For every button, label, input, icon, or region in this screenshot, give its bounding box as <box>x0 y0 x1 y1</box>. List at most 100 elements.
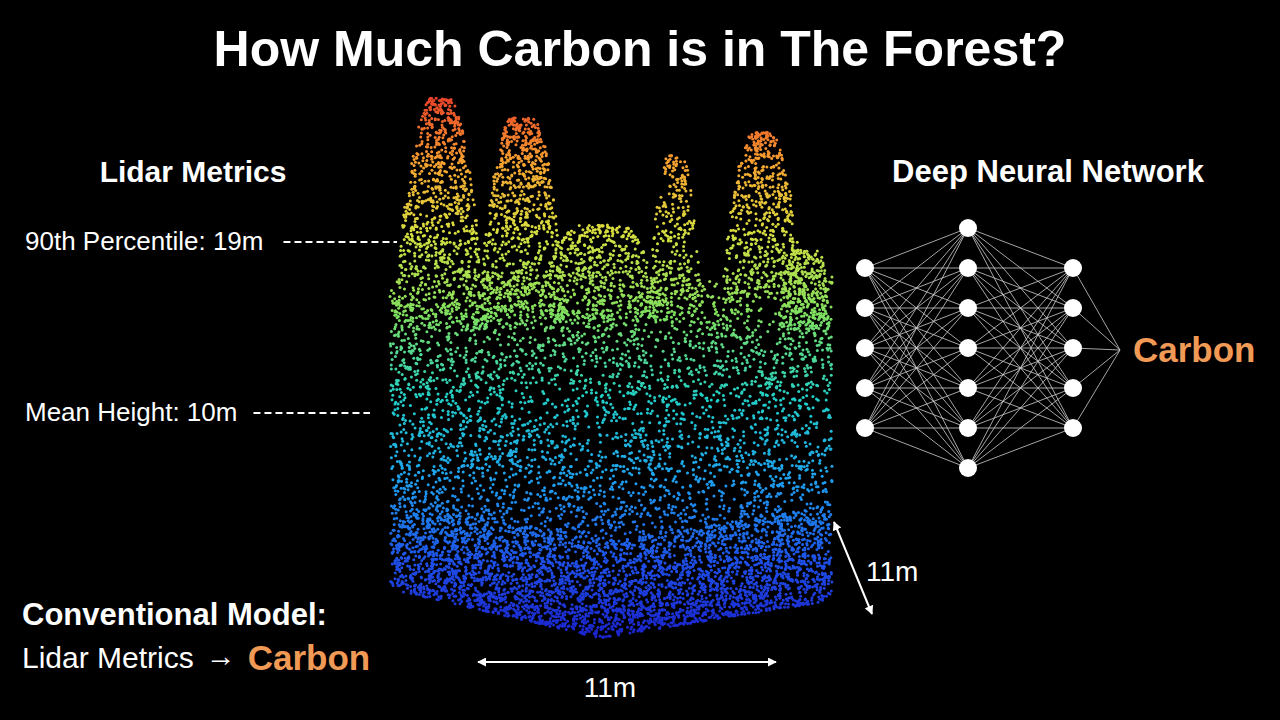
lidar-point <box>587 465 590 468</box>
lidar-point <box>397 371 400 374</box>
lidar-point <box>432 486 435 489</box>
lidar-point <box>476 487 479 490</box>
lidar-point <box>830 572 833 575</box>
lidar-point <box>770 350 773 353</box>
lidar-point <box>796 445 799 448</box>
lidar-point <box>661 467 664 470</box>
lidar-point <box>778 539 781 542</box>
lidar-point <box>671 505 674 508</box>
lidar-point <box>691 546 694 549</box>
lidar-point <box>512 473 515 476</box>
lidar-point <box>400 391 403 394</box>
lidar-point <box>501 415 504 418</box>
lidar-point <box>465 417 468 420</box>
lidar-point <box>736 386 739 389</box>
lidar-point <box>830 430 833 433</box>
lidar-point <box>642 349 645 352</box>
lidar-point <box>685 357 688 360</box>
lidar-point <box>711 416 714 419</box>
lidar-point <box>572 388 575 391</box>
lidar-point <box>422 420 425 423</box>
lidar-point <box>476 413 479 416</box>
lidar-point <box>513 379 516 382</box>
lidar-point <box>755 538 758 541</box>
lidar-point <box>638 450 641 453</box>
lidar-point <box>663 494 666 497</box>
lidar-point <box>763 468 766 471</box>
lidar-point <box>394 454 397 457</box>
lidar-point <box>525 386 528 389</box>
lidar-point <box>483 340 486 343</box>
lidar-point <box>741 557 744 560</box>
lidar-point <box>661 439 664 442</box>
lidar-point <box>612 373 615 376</box>
lidar-point <box>495 494 498 497</box>
lidar-point <box>397 481 400 484</box>
lidar-point <box>634 432 637 435</box>
lidar-point <box>530 459 533 462</box>
lidar-point <box>525 381 528 384</box>
lidar-point <box>693 427 696 430</box>
lidar-point <box>560 530 563 533</box>
lidar-point <box>489 393 492 396</box>
lidar-point <box>806 502 809 505</box>
lidar-point <box>708 385 711 388</box>
lidar-point <box>441 491 444 494</box>
lidar-point <box>561 404 564 407</box>
lidar-point <box>676 597 679 600</box>
lidar-point <box>707 295 710 298</box>
lidar-point <box>569 476 572 479</box>
lidar-point <box>526 422 529 425</box>
lidar-point <box>604 384 607 387</box>
lidar-point <box>620 506 623 509</box>
lidar-point <box>787 572 790 575</box>
lidar-point <box>563 368 566 371</box>
lidar-point <box>393 517 396 520</box>
lidar-point <box>510 377 513 380</box>
lidar-point <box>504 529 507 532</box>
lidar-point <box>674 521 677 524</box>
lidar-point <box>805 424 808 427</box>
lidar-point <box>543 422 546 425</box>
lidar-point <box>562 334 565 337</box>
lidar-point <box>478 535 481 538</box>
lidar-point <box>703 380 706 383</box>
lidar-point <box>493 539 496 542</box>
lidar-point <box>802 396 805 399</box>
lidar-point <box>592 578 595 581</box>
lidar-point <box>610 550 613 553</box>
lidar-point <box>469 299 472 302</box>
lidar-point <box>595 466 598 469</box>
lidar-point <box>718 505 721 508</box>
lidar-point <box>722 492 725 495</box>
lidar-point <box>616 364 619 367</box>
lidar-point <box>624 433 627 436</box>
lidar-point <box>809 502 812 505</box>
lidar-point <box>790 493 793 496</box>
lidar-point <box>516 581 519 584</box>
lidar-point <box>682 464 685 467</box>
lidar-point <box>698 555 701 558</box>
lidar-point <box>753 505 756 508</box>
lidar-point <box>567 398 570 401</box>
lidar-point <box>664 462 667 465</box>
lidar-point <box>539 423 542 426</box>
lidar-point <box>582 625 585 628</box>
lidar-point <box>781 485 784 488</box>
lidar-point <box>793 375 796 378</box>
lidar-point <box>586 449 589 452</box>
lidar-point <box>789 370 792 373</box>
lidar-point <box>754 423 757 426</box>
lidar-point <box>531 349 534 352</box>
lidar-point <box>698 342 701 345</box>
lidar-point <box>598 381 601 384</box>
lidar-point <box>757 324 760 327</box>
lidar-point <box>572 404 575 407</box>
lidar-point <box>751 427 754 430</box>
lidar-point <box>415 379 418 382</box>
lidar-point <box>757 495 760 498</box>
lidar-point <box>690 330 693 333</box>
lidar-point <box>655 478 658 481</box>
lidar-point <box>613 521 616 524</box>
lidar-point <box>393 523 396 526</box>
